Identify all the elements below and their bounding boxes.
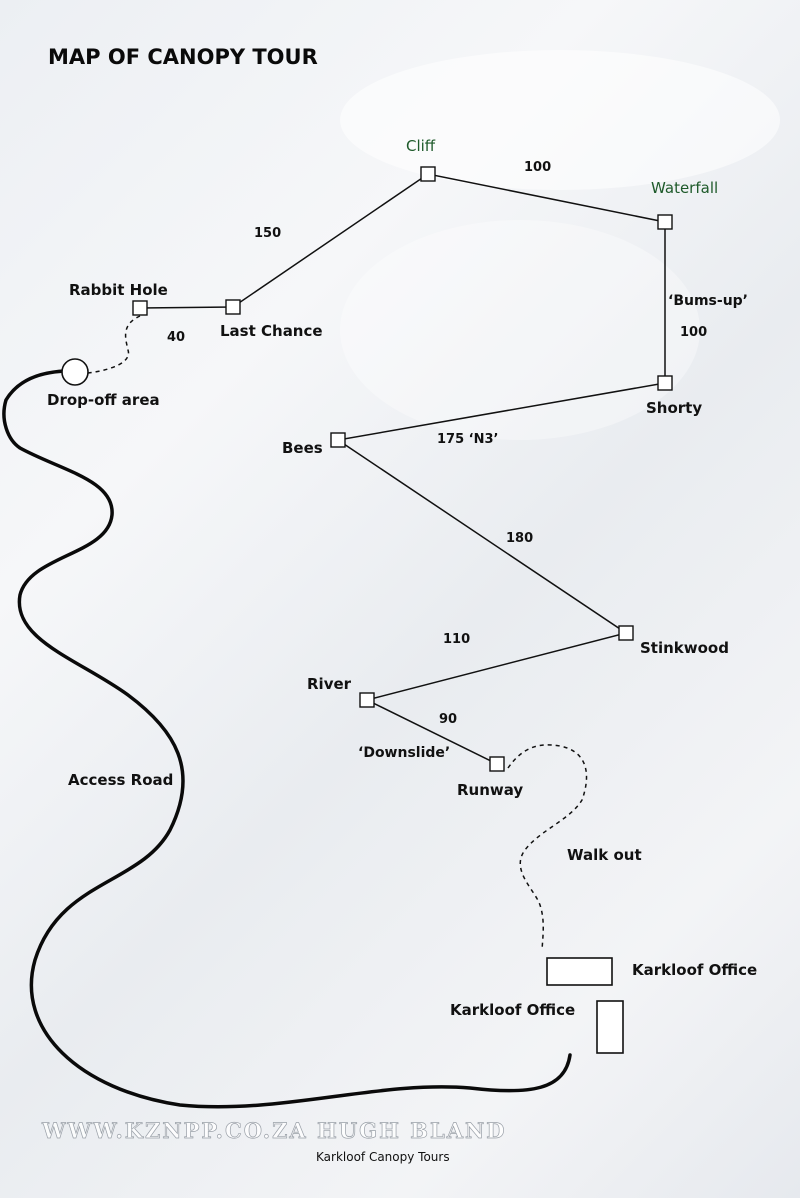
label-last-chance: Last Chance (220, 322, 323, 340)
glare (340, 50, 780, 190)
distance-bees-stinkwood: 180 (506, 531, 533, 546)
label-rabbit-hole: Rabbit Hole (69, 281, 168, 299)
walk-to-rabbit-hole-path (87, 315, 141, 374)
drop-off-circle (61, 358, 89, 386)
nickname-bums-up: ‘Bums-up’ (668, 293, 748, 309)
walk-out-path (507, 744, 588, 951)
label-cliff: Cliff (406, 137, 436, 155)
nickname-downslide: ‘Downslide’ (358, 745, 450, 761)
karkloof-office-building-1 (546, 957, 613, 986)
label-karkloof-office-1: Karkloof Office (632, 961, 757, 979)
map-title: MAP OF CANOPY TOUR (48, 45, 318, 69)
glare (340, 220, 700, 440)
watermark: WWW.KZNPP.CO.ZA HUGH BLAND (41, 1118, 506, 1143)
distance-waterfall-shorty: 100 (680, 325, 707, 340)
label-shorty: Shorty (646, 399, 702, 417)
node-waterfall (657, 214, 673, 230)
node-last-chance (225, 299, 241, 315)
distance-river-runway: 90 (439, 712, 457, 727)
node-bees (330, 432, 346, 448)
node-river (359, 692, 375, 708)
node-shorty (657, 375, 673, 391)
credit: Karkloof Canopy Tours (316, 1150, 450, 1164)
distance-cliff-waterfall: 100 (524, 160, 551, 175)
node-stinkwood (618, 625, 634, 641)
node-cliff (420, 166, 436, 182)
label-stinkwood: Stinkwood (640, 639, 729, 657)
label-bees: Bees (282, 439, 323, 457)
distance-stinkwood-river: 110 (443, 632, 470, 647)
label-walk-out: Walk out (567, 846, 642, 864)
label-karkloof-office-2: Karkloof Office (450, 1001, 575, 1019)
node-runway (489, 756, 505, 772)
node-rabbit-hole (132, 300, 148, 316)
label-river: River (307, 675, 352, 693)
access-road (2, 369, 572, 1109)
label-runway: Runway (457, 781, 523, 799)
distance-shorty-bees: 175 ‘N3’ (437, 432, 498, 447)
label-drop-off-area: Drop-off area (47, 391, 160, 409)
distance-rabbit-last-chance: 40 (167, 330, 185, 345)
label-access-road: Access Road (68, 771, 173, 789)
distance-last-chance-cliff: 150 (254, 226, 281, 241)
karkloof-office-building-2 (596, 1000, 624, 1054)
label-waterfall: Waterfall (651, 179, 718, 197)
